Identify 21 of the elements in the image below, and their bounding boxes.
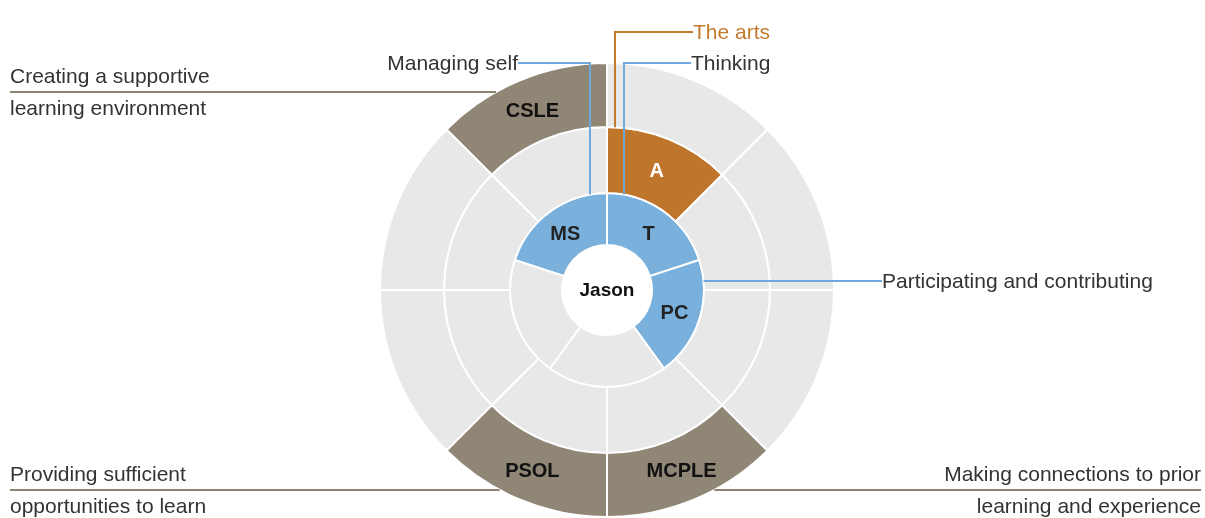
segment-label: PC: [660, 299, 689, 325]
segment-label: PSOL: [505, 458, 560, 484]
leader-line: [614, 31, 694, 129]
callout-label: Providing sufficient opportunities to learn: [10, 462, 207, 517]
leader-line: [259, 489, 501, 491]
leader-line: [702, 280, 883, 282]
segment-label: MS: [550, 220, 581, 246]
leader-line: [713, 489, 896, 491]
leader-line: [623, 62, 692, 196]
segment-label: CSLE: [505, 97, 560, 123]
segment-label: T: [642, 220, 655, 246]
callout-label: The arts: [693, 20, 771, 43]
callout-label: Thinking: [691, 51, 771, 74]
callout-label: Creating a supportive learning environment: [10, 64, 210, 119]
callout-label: Managing self: [387, 51, 518, 74]
leader-line: [259, 91, 497, 93]
segment-label: MCPLE: [646, 458, 717, 484]
leader-line: [517, 62, 591, 196]
segment-label: A: [649, 157, 664, 183]
callout-label: Participating and contributing: [882, 269, 1153, 292]
callout-label: Making connections to prior learning and experience: [944, 462, 1201, 517]
